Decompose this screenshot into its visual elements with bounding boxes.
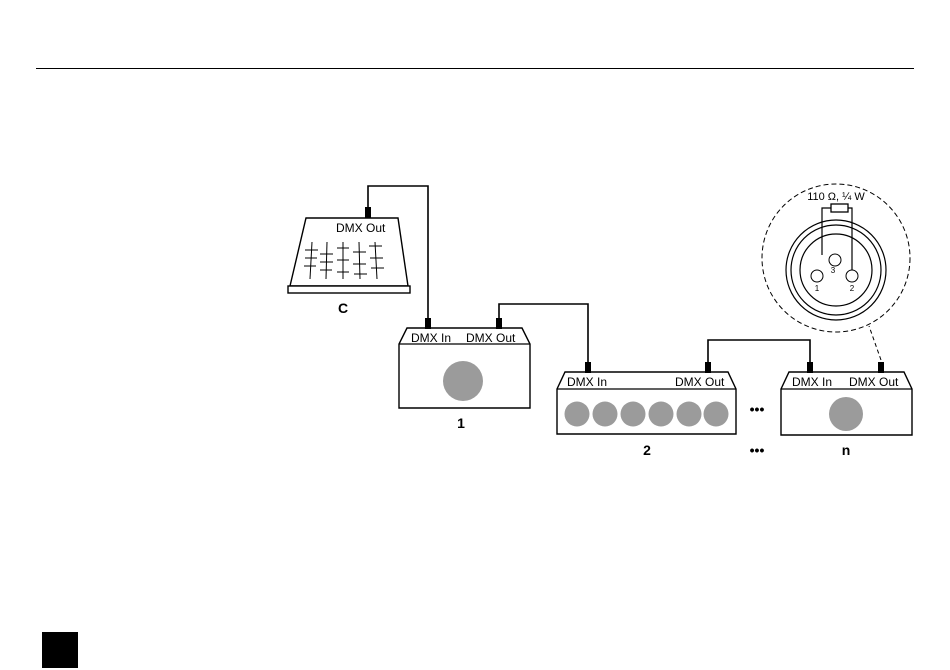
device-1-dmx-in-jack bbox=[425, 318, 431, 329]
device-2-lamp bbox=[677, 402, 702, 427]
page-number-tab bbox=[42, 632, 78, 668]
device-1-dmx-out-label: DMX Out bbox=[466, 331, 516, 345]
device-2-lamp bbox=[565, 402, 590, 427]
device-1-number: 1 bbox=[457, 415, 465, 431]
controller-console: DMX Out C bbox=[288, 207, 410, 316]
device-2-dmx-in-label: DMX In bbox=[567, 375, 607, 389]
device-2-number: 2 bbox=[643, 442, 651, 458]
resistor-lead-left bbox=[822, 208, 832, 255]
label-ellipsis: ••• bbox=[750, 442, 765, 458]
device-1-dmx-out-jack bbox=[496, 318, 502, 329]
terminator-detail: 3 1 2 110 Ω, ¼ W bbox=[762, 184, 910, 360]
device-2-lamp bbox=[593, 402, 618, 427]
pin-label-1: 1 bbox=[815, 284, 820, 293]
chain-ellipsis: ••• bbox=[750, 401, 765, 417]
device-n-dmx-in-label: DMX In bbox=[792, 375, 832, 389]
device-2-lamp bbox=[621, 402, 646, 427]
device-n-lamp bbox=[829, 397, 863, 431]
device-2-lamp bbox=[704, 402, 729, 427]
device-1: DMX In DMX Out 1 bbox=[399, 318, 530, 431]
pin-label-2: 2 bbox=[850, 284, 855, 293]
device-n-dmx-out-label: DMX Out bbox=[849, 375, 899, 389]
resistor-lead-right bbox=[848, 208, 852, 270]
detail-callout-line bbox=[869, 326, 881, 360]
xlr-plug-outer bbox=[786, 220, 886, 320]
device-2-lamp bbox=[649, 402, 674, 427]
device-1-dmx-in-label: DMX In bbox=[411, 331, 451, 345]
device-2-dmx-out-jack bbox=[705, 362, 711, 373]
resistor-value-label: 110 Ω, ¼ W bbox=[807, 191, 865, 203]
device-2-dmx-out-label: DMX Out bbox=[675, 375, 725, 389]
xlr-plug-inner bbox=[800, 234, 872, 306]
terminator-resistor bbox=[831, 204, 848, 212]
device-n-number: n bbox=[842, 442, 851, 458]
device-2: DMX In DMX Out 2 bbox=[557, 362, 736, 458]
device-n-dmx-in-jack bbox=[807, 362, 813, 373]
console-base bbox=[288, 286, 410, 293]
device-2-dmx-in-jack bbox=[585, 362, 591, 373]
device-n-dmx-out-jack bbox=[878, 362, 884, 373]
device-1-lamp bbox=[443, 361, 483, 401]
xlr-pin-3 bbox=[829, 254, 841, 266]
xlr-pin-2 bbox=[846, 270, 858, 282]
xlr-pin-1 bbox=[811, 270, 823, 282]
pin-label-3: 3 bbox=[831, 266, 836, 275]
cable-device-2-to-device-n bbox=[708, 340, 810, 364]
controller-dmx-out-jack bbox=[365, 207, 371, 218]
controller-label: C bbox=[338, 300, 348, 316]
device-n: DMX In DMX Out n bbox=[781, 362, 912, 458]
controller-dmx-out-label: DMX Out bbox=[336, 221, 386, 235]
